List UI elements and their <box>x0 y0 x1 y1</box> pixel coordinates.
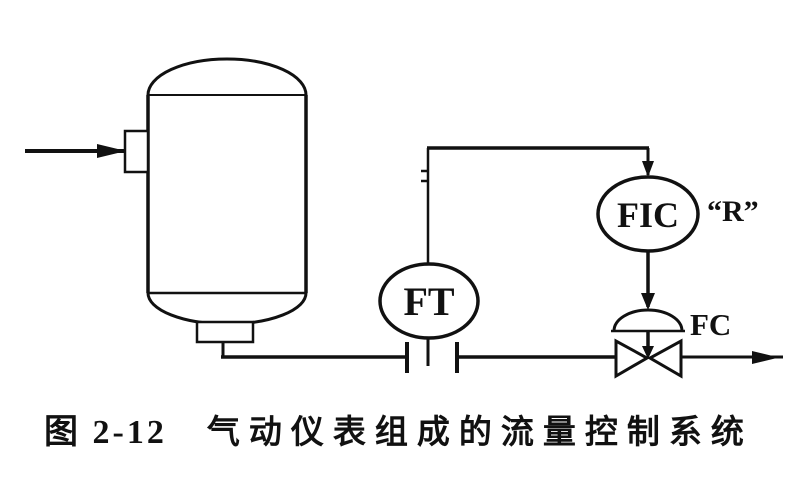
vessel-top-dome <box>146 57 308 96</box>
signal-line-fic-to-valve <box>641 251 655 310</box>
valve-stem-arrow-icon <box>642 346 654 359</box>
figure-title: 气动仪表组成的流量控制系统 <box>206 415 753 451</box>
ft-label: FT <box>403 279 454 324</box>
figure-caption: 图 2-12 气动仪表组成的流量控制系统 <box>44 404 753 453</box>
fc-label: FC <box>690 307 731 342</box>
vessel-bottom-dome <box>146 292 308 326</box>
figure-number: 图 2-12 <box>44 414 167 451</box>
vessel-inlet-nozzle <box>123 129 150 174</box>
inlet-line <box>25 144 126 158</box>
vessel-outlet-nozzle <box>195 320 255 344</box>
valve-body-right <box>646 338 683 379</box>
vessel <box>123 57 308 344</box>
valve-body-left <box>614 338 651 379</box>
reverse-action-label: “R” <box>707 195 759 228</box>
fic-input-arrow-icon <box>642 161 654 177</box>
flow-transmitter: FT <box>378 262 480 340</box>
outlet-arrow-icon <box>752 351 779 364</box>
inlet-arrow-icon <box>97 144 126 158</box>
signal-line-ft-to-fic <box>421 146 654 264</box>
fic-label: FIC <box>617 195 679 235</box>
valve-input-arrow-icon <box>641 293 655 310</box>
process-pipe <box>221 337 783 373</box>
actuator-diaphragm-dome <box>612 308 684 332</box>
flow-controller: FIC “R” <box>596 175 759 253</box>
control-valve: FC <box>611 307 731 379</box>
